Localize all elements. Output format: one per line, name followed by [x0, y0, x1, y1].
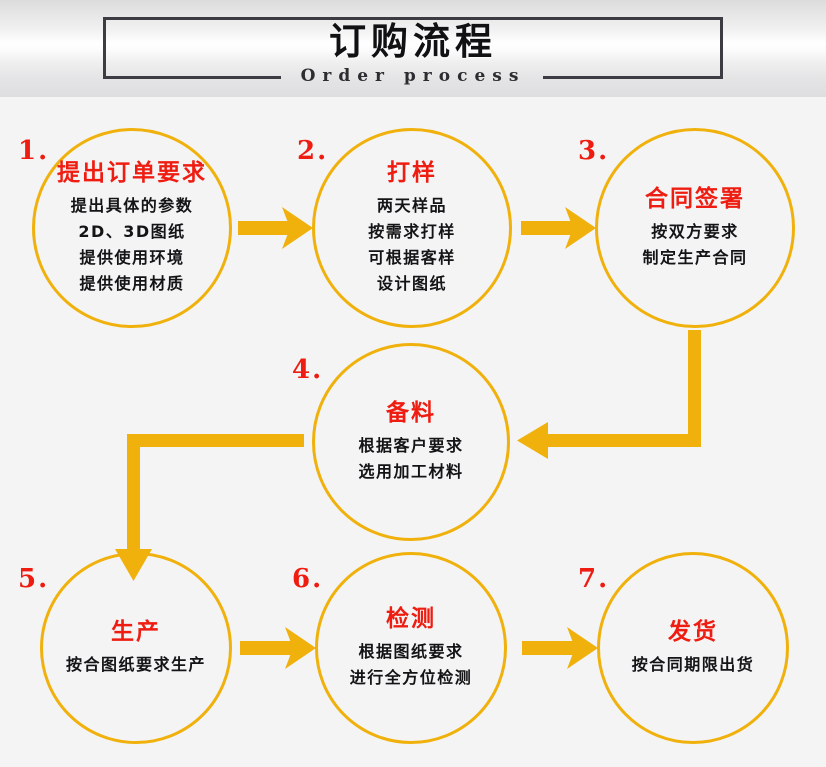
- step-number-2: 2.: [297, 136, 329, 166]
- arrow-step5-to-step6: [240, 627, 316, 669]
- step-detail-line: 根据图纸要求: [358, 642, 464, 661]
- step-number-1: 1.: [18, 136, 50, 166]
- header-frame: [103, 17, 723, 79]
- step-node-7[interactable]: 发货 按合同期限出货: [597, 552, 789, 744]
- step-title-7: 发货: [668, 619, 718, 645]
- step-detail-line: 按双方要求: [651, 222, 739, 241]
- step-node-6[interactable]: 检测 根据图纸要求 进行全方位检测: [315, 552, 507, 744]
- step-detail-line: 提供使用材质: [79, 274, 185, 293]
- arrow-step6-to-step7: [522, 627, 598, 669]
- arrow-step1-to-step2: [238, 207, 313, 249]
- step-title-3: 合同签署: [645, 186, 745, 212]
- arrow-step2-to-step3: [521, 207, 596, 249]
- step-number-7: 7.: [578, 564, 610, 594]
- header-rule-left: [103, 76, 281, 79]
- step-detail-line: 根据客户要求: [358, 436, 464, 455]
- page-title: 订购流程: [329, 20, 497, 63]
- step-title-4: 备料: [386, 400, 436, 426]
- step-content-7: 发货 按合同期限出货: [600, 618, 786, 678]
- step-detail-line: 按需求打样: [368, 222, 456, 241]
- step-node-4[interactable]: 备料 根据客户要求 选用加工材料: [312, 343, 510, 541]
- step-node-2[interactable]: 打样 两天样品 按需求打样 可根据客样 设计图纸: [312, 128, 512, 328]
- step-content-5: 生产 按合图纸要求生产: [43, 618, 229, 678]
- header-rule-right: [543, 76, 723, 79]
- step-number-6: 6.: [292, 564, 324, 594]
- step-detail-line: 按合图纸要求生产: [65, 655, 206, 674]
- step-title-2: 打样: [387, 160, 437, 186]
- step-content-2: 打样 两天样品 按需求打样 可根据客样 设计图纸: [315, 159, 509, 297]
- step-number-3: 3.: [578, 136, 610, 166]
- step-detail-line: 按合同期限出货: [631, 655, 755, 674]
- step-detail-line: 两天样品: [376, 196, 447, 215]
- step-detail-line: 设计图纸: [376, 274, 447, 293]
- step-title-6: 检测: [386, 606, 436, 632]
- page-subtitle: Order process: [300, 66, 526, 86]
- step-node-5[interactable]: 生产 按合图纸要求生产: [40, 552, 232, 744]
- header-band: 订购流程 Order process: [0, 0, 826, 97]
- step-detail-line: 2D、3D图纸: [78, 222, 186, 241]
- step-detail-line: 进行全方位检测: [349, 668, 473, 687]
- step-title-5: 生产: [111, 619, 161, 645]
- step-detail-line: 选用加工材料: [358, 462, 464, 481]
- step-number-4: 4.: [292, 355, 324, 385]
- step-title-1: 提出订单要求: [57, 160, 207, 186]
- step-node-1[interactable]: 提出订单要求 提出具体的参数 2D、3D图纸 提供使用环境 提供使用材质: [32, 128, 232, 328]
- step-content-1: 提出订单要求 提出具体的参数 2D、3D图纸 提供使用环境 提供使用材质: [35, 159, 229, 297]
- step-node-3[interactable]: 合同签署 按双方要求 制定生产合同: [595, 128, 795, 328]
- step-content-6: 检测 根据图纸要求 进行全方位检测: [318, 605, 504, 691]
- step-content-3: 合同签署 按双方要求 制定生产合同: [598, 185, 792, 271]
- step-detail-line: 可根据客样: [368, 248, 456, 267]
- arrow-step3-to-step4: [517, 330, 701, 459]
- step-content-4: 备料 根据客户要求 选用加工材料: [315, 399, 507, 485]
- step-number-5: 5.: [18, 564, 50, 594]
- step-detail-line: 制定生产合同: [642, 248, 748, 267]
- step-detail-line: 提供使用环境: [79, 248, 185, 267]
- step-detail-line: 提出具体的参数: [70, 196, 194, 215]
